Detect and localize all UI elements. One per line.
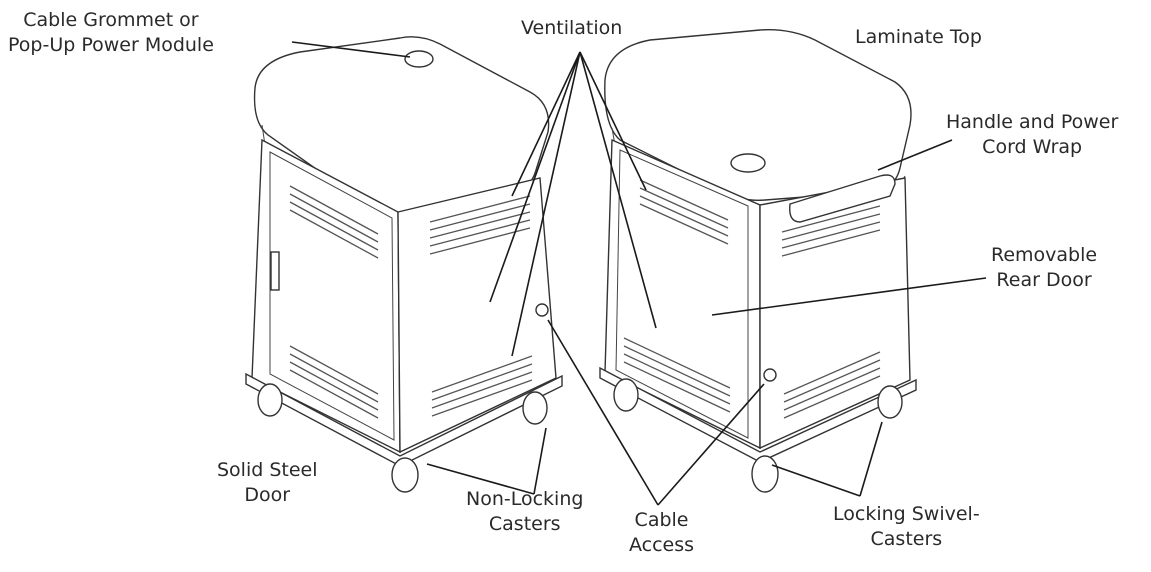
left-grommet [404,50,434,68]
label-non-locking-casters: Non-Locking Casters [466,488,584,535]
left-cart [245,36,563,493]
right-cable-access [763,368,777,382]
right-cart [599,29,917,493]
right-casters [613,378,903,493]
leader-lines [291,41,987,506]
left-front-vents [289,185,379,419]
label-cable-access: Cable Access [629,509,695,556]
label-ventilation: Ventilation [521,17,623,39]
right-vents [623,179,881,419]
label-laminate-top: Laminate Top [855,26,982,48]
label-handle-cord-wrap: Handle and Power Cord Wrap [946,111,1119,158]
label-locking-swivel-casters: Locking Swivel- Casters [833,503,980,550]
left-casters [257,383,548,493]
left-cart-side [397,177,557,454]
label-removable-rear-door: Removable Rear Door [991,244,1098,291]
left-door-handle [270,251,280,291]
right-handle [789,174,896,223]
right-grommet [730,153,766,173]
right-cart-top [604,29,912,201]
left-cable-access [535,303,549,317]
left-side-vents [429,195,533,417]
label-cable-grommet: Cable Grommet or Pop-Up Power Module [8,9,214,56]
label-solid-steel-door: Solid Steel Door [217,459,318,506]
